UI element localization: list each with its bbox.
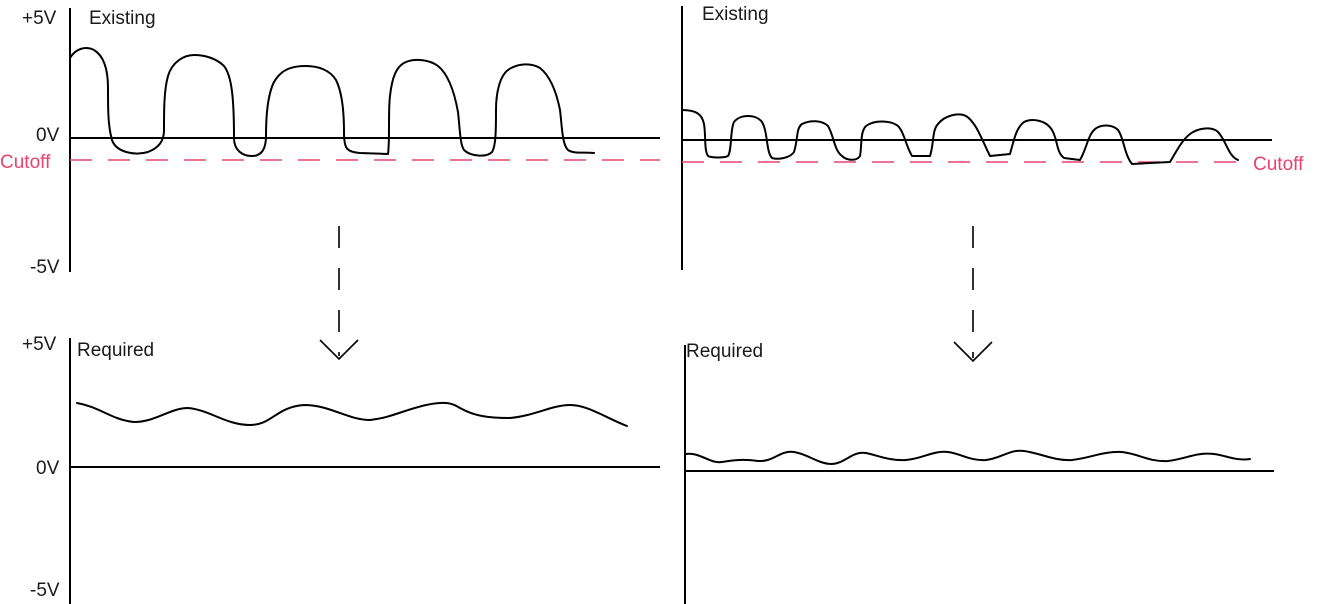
bottom-left-zero-label: 0V — [36, 458, 60, 479]
top-left-zero-label: 0V — [36, 125, 60, 146]
bottom-right-title: Required — [686, 341, 763, 362]
top-left-existing-waveform — [69, 47, 595, 157]
bottom-left-required-waveform — [76, 401, 628, 427]
panel-existing-right: Existing Cutoff — [681, 4, 1304, 270]
top-right-title: Existing — [702, 4, 769, 25]
arrow-right — [953, 226, 993, 363]
bottom-right-required-waveform — [685, 449, 1251, 465]
top-left-cutoff-label: Cutoff — [0, 152, 51, 173]
bottom-left-title: Required — [77, 340, 154, 361]
bottom-left-minus5v-label: -5V — [30, 580, 60, 601]
panel-required-right: Required — [684, 341, 1274, 604]
panel-existing-left: +5V Existing 0V Cutoff -5V — [0, 8, 660, 278]
arrow-left-head — [319, 339, 359, 361]
top-left-minus5v-label: -5V — [30, 257, 60, 278]
top-left-title: Existing — [89, 8, 156, 29]
arrow-right-head — [953, 341, 993, 363]
top-right-existing-waveform — [681, 109, 1239, 165]
panel-required-left: +5V Required 0V -5V — [22, 334, 660, 604]
arrow-left — [319, 226, 359, 361]
top-left-plus5v-label: +5V — [22, 8, 57, 29]
top-right-cutoff-label: Cutoff — [1253, 154, 1304, 175]
bottom-left-plus5v-label: +5V — [22, 334, 57, 355]
